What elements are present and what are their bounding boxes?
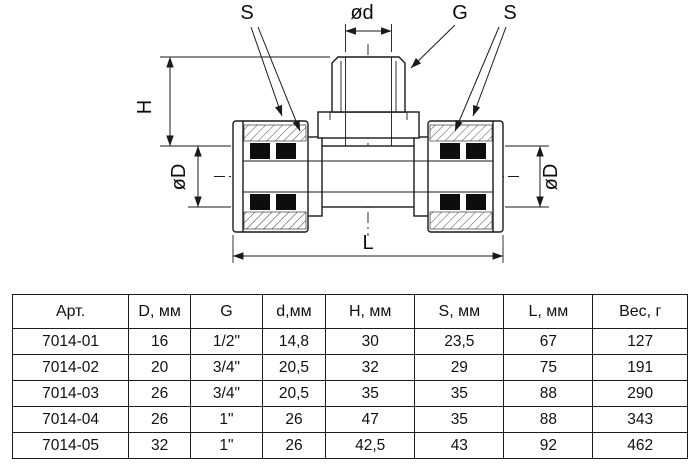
table-cell: 26 bbox=[128, 406, 192, 433]
table-cell: 290 bbox=[592, 380, 688, 407]
table-cell: 75 bbox=[503, 354, 594, 381]
table-cell: 47 bbox=[325, 406, 416, 433]
table-cell: 7014-01 bbox=[11, 328, 130, 355]
table-cell: 29 bbox=[414, 354, 505, 381]
table-header-cell: G bbox=[190, 294, 263, 329]
table-row: 7014-04 26 1" 26 47 35 88 343 bbox=[11, 406, 688, 433]
bore-lines bbox=[243, 160, 493, 193]
branch-collar bbox=[317, 111, 420, 139]
dimension-l: L bbox=[232, 232, 504, 263]
table-cell: 30 bbox=[325, 328, 416, 355]
label-d-small: ød bbox=[350, 2, 373, 24]
dimension-d-big-left: øD bbox=[168, 145, 231, 208]
table-cell: 20,5 bbox=[261, 354, 327, 381]
table-cell: 42,5 bbox=[325, 432, 416, 459]
table-row: 7014-01 16 1/2" 14,8 30 23,5 67 127 bbox=[11, 328, 688, 355]
table-cell: 32 bbox=[325, 354, 416, 381]
table-cell: 43 bbox=[414, 432, 505, 459]
table-cell: 462 bbox=[592, 432, 688, 459]
label-d-big-left: øD bbox=[168, 164, 190, 191]
table-cell: 127 bbox=[592, 328, 688, 355]
table-cell: 1" bbox=[190, 406, 263, 433]
table-cell: 35 bbox=[414, 380, 505, 407]
table-cell: 14,8 bbox=[261, 328, 327, 355]
label-g: G bbox=[452, 2, 468, 24]
table-header-cell: S, мм bbox=[414, 294, 505, 329]
dimension-d-small: ød bbox=[345, 2, 392, 52]
table-cell: 35 bbox=[414, 406, 505, 433]
table-cell: 7014-05 bbox=[11, 432, 130, 459]
spec-table-section: Арт. D, мм G d,мм H, мм S, мм L, мм Вес,… bbox=[0, 290, 700, 459]
table-cell: 88 bbox=[503, 406, 594, 433]
dimension-s-right: S bbox=[454, 2, 517, 132]
table-cell: 88 bbox=[503, 380, 594, 407]
table-cell: 20 bbox=[128, 354, 192, 381]
table-cell: 191 bbox=[592, 354, 688, 381]
table-cell: 92 bbox=[503, 432, 594, 459]
table-cell: 7014-02 bbox=[11, 354, 130, 381]
table-header-row: Арт. D, мм G d,мм H, мм S, мм L, мм Вес,… bbox=[11, 294, 688, 329]
table-cell: 343 bbox=[592, 406, 688, 433]
label-s-right: S bbox=[503, 2, 516, 24]
threaded-branch bbox=[331, 56, 406, 113]
table-row: 7014-03 26 3/4" 20,5 35 35 88 290 bbox=[11, 380, 688, 407]
table-cell: 7014-04 bbox=[11, 406, 130, 433]
table-cell: 7014-03 bbox=[11, 380, 130, 407]
spec-table: Арт. D, мм G d,мм H, мм S, мм L, мм Вес,… bbox=[11, 294, 688, 459]
label-l: L bbox=[362, 232, 373, 254]
label-s-left: S bbox=[240, 2, 253, 24]
table-header-cell: Вес, г bbox=[592, 294, 688, 329]
table-cell: 23,5 bbox=[414, 328, 505, 355]
table-cell: 26 bbox=[261, 406, 327, 433]
drawing-area: ød G S S H øD øD L bbox=[134, 2, 562, 263]
table-cell: 35 bbox=[325, 380, 416, 407]
label-d-big-right: øD bbox=[540, 164, 562, 191]
tee-fitting-technical-drawing: ød G S S H øD øD L bbox=[134, 2, 562, 263]
left-nut bbox=[232, 120, 309, 233]
table-header-cell: L, мм bbox=[503, 294, 594, 329]
table-header-cell: d,мм bbox=[261, 294, 327, 329]
table-cell: 26 bbox=[128, 380, 192, 407]
barrel bbox=[303, 145, 433, 208]
dimension-g: G bbox=[410, 2, 468, 69]
table-row: 7014-02 20 3/4" 20,5 32 29 75 191 bbox=[11, 354, 688, 381]
table-cell: 26 bbox=[261, 432, 327, 459]
table-cell: 3/4" bbox=[190, 354, 263, 381]
table-header-cell: D, мм bbox=[128, 294, 192, 329]
table-cell: 1/2" bbox=[190, 328, 263, 355]
table-cell: 67 bbox=[503, 328, 594, 355]
table-cell: 1" bbox=[190, 432, 263, 459]
table-row: 7014-05 32 1" 26 42,5 43 92 462 bbox=[11, 432, 688, 459]
dimension-d-big-right: øD bbox=[505, 145, 562, 208]
table-cell: 20,5 bbox=[261, 380, 327, 407]
dimension-s-left: S bbox=[240, 2, 301, 132]
table-header-cell: Арт. bbox=[11, 294, 130, 329]
label-h: H bbox=[134, 100, 156, 114]
table-cell: 16 bbox=[128, 328, 192, 355]
table-header-cell: H, мм bbox=[325, 294, 416, 329]
table-cell: 3/4" bbox=[190, 380, 263, 407]
table-cell: 32 bbox=[128, 432, 192, 459]
right-nut bbox=[427, 120, 504, 233]
